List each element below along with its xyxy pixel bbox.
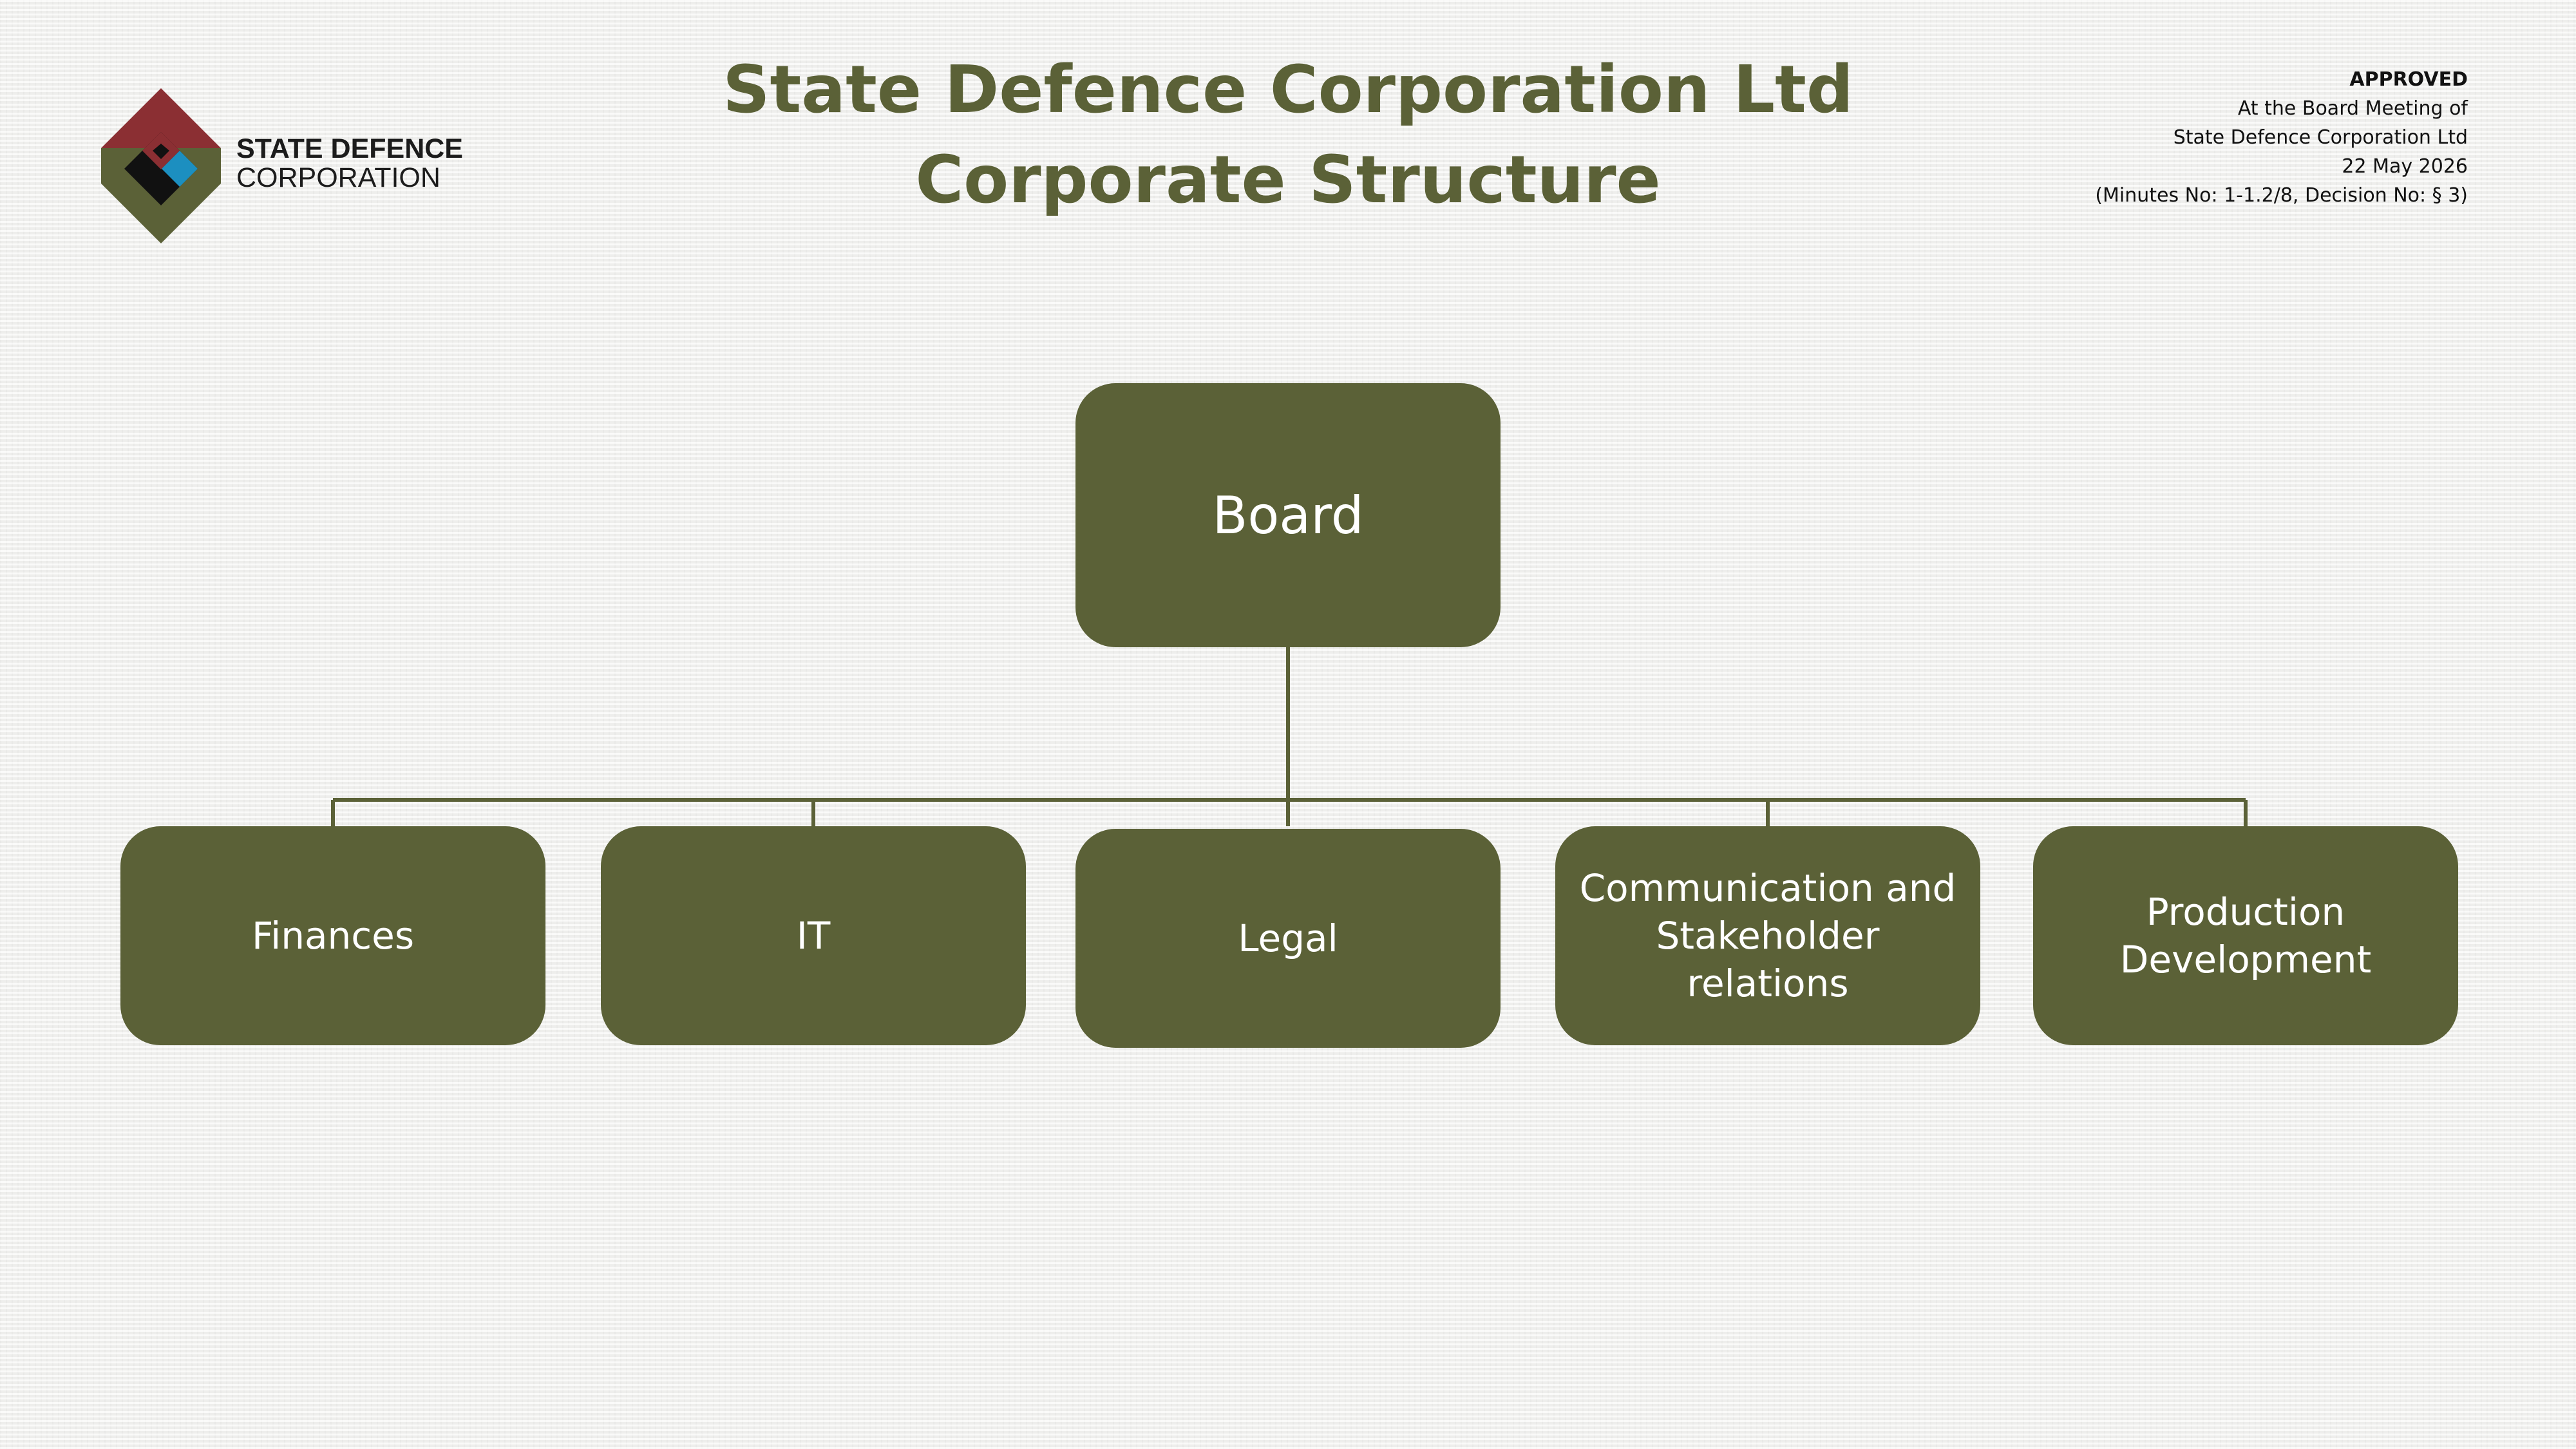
org-box-label: Communication and Stakeholder relations — [1579, 866, 1956, 1005]
org-box-label: Legal — [1238, 916, 1338, 960]
org-box-label: IT — [796, 914, 831, 958]
org-box-board: Board — [1075, 383, 1501, 647]
approval-minutes: (Minutes No: 1-1.2/8, Decision No: § 3) — [2095, 184, 2468, 207]
org-box-finances: Finances — [120, 826, 545, 1045]
approval-note: APPROVED At the Board Meeting of State D… — [1888, 65, 2468, 210]
logo-diamond-icon — [101, 88, 221, 243]
org-box-it: IT — [601, 826, 1026, 1045]
org-box-board-label: Board — [1212, 485, 1364, 545]
approval-date: 22 May 2026 — [2342, 155, 2468, 178]
org-box-legal: Legal — [1075, 829, 1501, 1048]
logo-text-line1: STATE DEFENCE — [236, 133, 463, 164]
org-box-communication: Communication and Stakeholder relations — [1555, 826, 1980, 1045]
approval-heading: APPROVED — [2349, 68, 2468, 91]
org-box-label: Production Development — [2119, 890, 2372, 981]
page-title: State Defence Corporation Ltd Corporate … — [644, 45, 1932, 225]
title-line1: State Defence Corporation Ltd — [723, 52, 1853, 128]
company-logo: STATE DEFENCE CORPORATION — [100, 87, 486, 245]
logo-text-line2: CORPORATION — [236, 162, 440, 193]
approval-line2: State Defence Corporation Ltd — [2173, 126, 2468, 149]
org-box-label: Finances — [251, 914, 415, 958]
approval-line1: At the Board Meeting of — [2237, 97, 2468, 120]
org-box-production: Production Development — [2033, 826, 2458, 1045]
title-line2: Corporate Structure — [915, 142, 1661, 218]
